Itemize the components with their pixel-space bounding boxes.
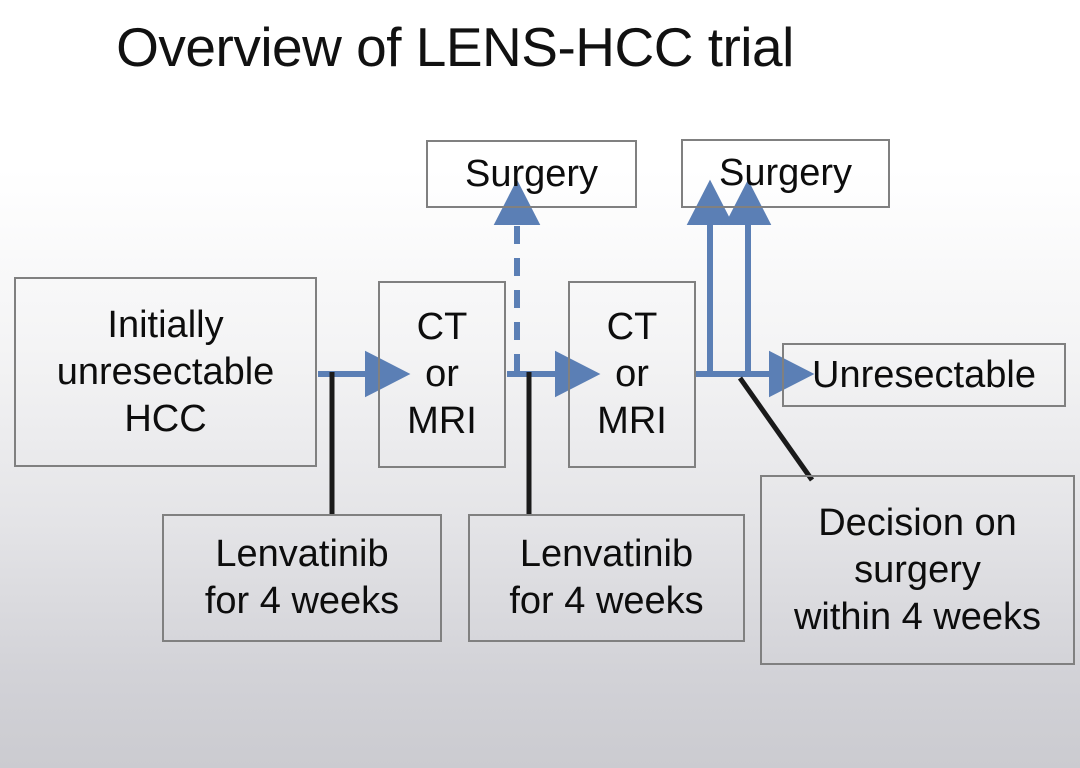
node-ct-or-mri-2[interactable]: CT or MRI — [568, 281, 696, 468]
node-ct-or-mri-1[interactable]: CT or MRI — [378, 281, 506, 468]
node-lenvatinib-2[interactable]: Lenvatinib for 4 weeks — [468, 514, 745, 642]
node-unresectable[interactable]: Unresectable — [782, 343, 1066, 407]
node-initially-unresectable-hcc[interactable]: Initially unresectable HCC — [14, 277, 317, 467]
node-surgery-1[interactable]: Surgery — [426, 140, 637, 208]
node-surgery-2[interactable]: Surgery — [681, 139, 890, 208]
node-lenvatinib-1[interactable]: Lenvatinib for 4 weeks — [162, 514, 442, 642]
node-decision-on-surgery[interactable]: Decision on surgery within 4 weeks — [760, 475, 1075, 665]
page-title: Overview of LENS-HCC trial — [116, 16, 794, 78]
